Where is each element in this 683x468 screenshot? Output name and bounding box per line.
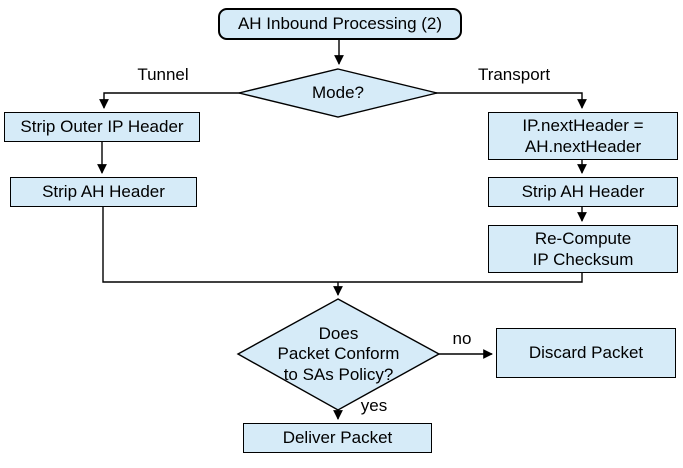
- edge-label-no: no: [452, 329, 472, 348]
- policy-decision-diamond: [236, 298, 441, 411]
- node-discard-packet: Discard Packet: [496, 328, 676, 378]
- edge-label-tunnel: Tunnel: [137, 65, 189, 84]
- node-strip-ah-header-tunnel: Strip AH Header: [10, 177, 197, 207]
- node-title-ah-inbound-processing: AH Inbound Processing (2): [218, 8, 462, 40]
- policy-decision-label: Does Packet Conform to SAs Policy?: [277, 323, 400, 384]
- merge-line-transport: [338, 273, 583, 283]
- mode-decision-diamond: [238, 68, 438, 118]
- node-recompute-ip-checksum: Re-Compute IP Checksum: [488, 225, 678, 273]
- node-ip-nextheader-assign: IP.nextHeader = AH.nextHeader: [488, 112, 678, 160]
- arrow-transport-branch: [436, 92, 587, 109]
- node-strip-ah-header-transport: Strip AH Header: [488, 177, 678, 207]
- arrow-tunnel-branch: [99, 92, 240, 109]
- node-deliver-packet: Deliver Packet: [243, 423, 432, 453]
- merge-line-tunnel: [102, 207, 338, 283]
- flow-arrows: [97, 40, 587, 420]
- edge-label-yes: yes: [360, 396, 388, 415]
- edge-label-transport: Transport: [477, 65, 551, 84]
- mode-decision-label: Mode?: [312, 82, 364, 102]
- node-strip-outer-ip-header: Strip Outer IP Header: [4, 112, 200, 142]
